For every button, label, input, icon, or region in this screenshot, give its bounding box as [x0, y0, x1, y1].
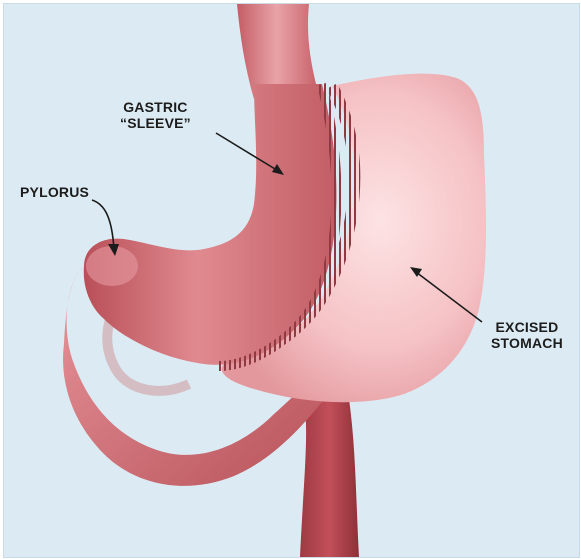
excised-stomach-label-line2: STOMACH	[491, 335, 563, 351]
gastric-sleeve-label-line1: GASTRIC	[120, 99, 191, 115]
anatomy-illustration	[4, 4, 579, 557]
excised-stomach-label: EXCISED STOMACH	[491, 319, 563, 351]
pylorus-label: PYLORUS	[20, 184, 89, 200]
gastric-sleeve-label: GASTRIC “SLEEVE”	[120, 99, 191, 131]
gastric-sleeve-label-line2: “SLEEVE”	[120, 115, 191, 131]
gastric-sleeve-diagram: GASTRIC “SLEEVE” PYLORUS EXCISED STOMACH	[3, 3, 580, 558]
descending-tube	[300, 399, 359, 557]
excised-stomach-label-line1: EXCISED	[491, 319, 563, 335]
